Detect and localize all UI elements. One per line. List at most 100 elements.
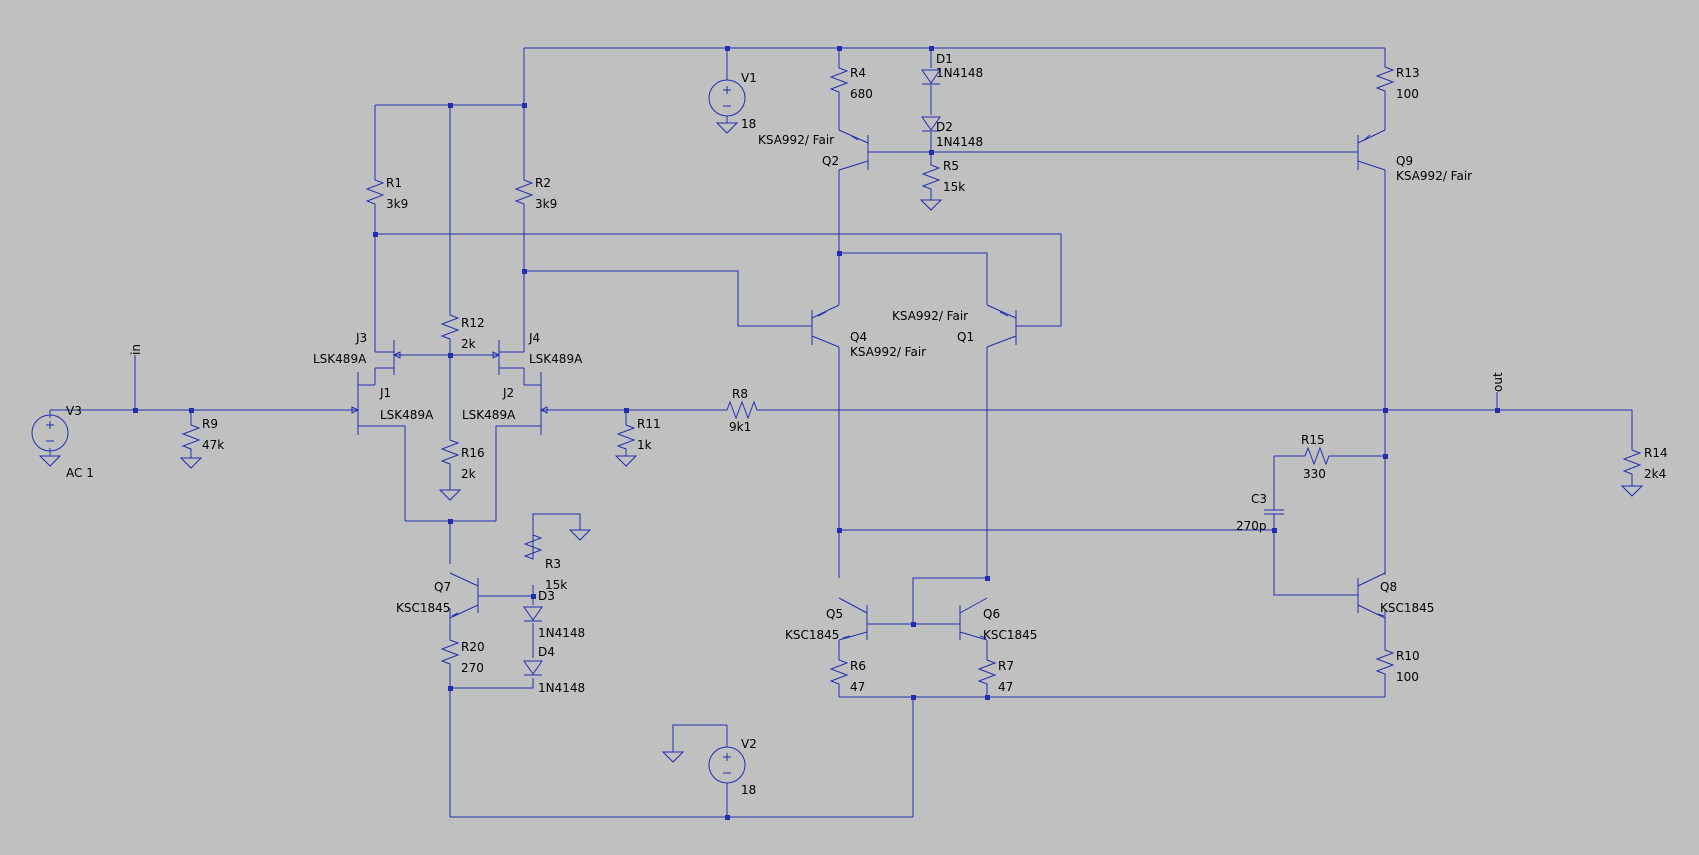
jfet-j1[interactable] <box>351 372 360 435</box>
resistor-r11[interactable] <box>616 420 636 450</box>
q9-value: KSA992/ Fair <box>1396 169 1472 183</box>
bjt-q9[interactable] <box>1357 129 1386 171</box>
r4-value: 680 <box>850 87 873 101</box>
r1-name: R1 <box>386 176 402 190</box>
c3-name: C3 <box>1251 492 1267 506</box>
j1-value: LSK489A <box>380 408 434 422</box>
resistor-r1[interactable] <box>365 175 385 210</box>
j4-name: J4 <box>528 331 540 345</box>
r3-name: R3 <box>545 557 561 571</box>
r8-value: 9k1 <box>729 420 751 434</box>
r13-name: R13 <box>1396 66 1420 80</box>
bjt-q7[interactable] <box>449 572 479 619</box>
resistor-r10[interactable] <box>1375 645 1395 690</box>
r6-name: R6 <box>850 659 866 673</box>
net-label-out: out <box>1491 372 1505 392</box>
v1-value: 18 <box>741 117 756 131</box>
d4-name: D4 <box>538 645 555 659</box>
q5-name: Q5 <box>826 607 843 621</box>
jfet-j4[interactable] <box>492 340 501 375</box>
q4-name: Q4 <box>850 330 867 344</box>
resistor-r4[interactable] <box>829 62 849 115</box>
r15-value: 330 <box>1303 467 1326 481</box>
net-label-in: in <box>129 344 143 355</box>
d3-value: 1N4148 <box>538 626 585 640</box>
r6-value: 47 <box>850 680 865 694</box>
source-v2[interactable] <box>708 725 746 795</box>
v3-name: V3 <box>66 404 82 418</box>
q8-name: Q8 <box>1380 580 1397 594</box>
diode-d3[interactable] <box>523 606 543 622</box>
d4-value: 1N4148 <box>538 681 585 695</box>
resistor-r2[interactable] <box>514 175 534 210</box>
resistor-r9[interactable] <box>181 420 201 450</box>
q1-value: KSA992/ Fair <box>892 309 968 323</box>
r5-name: R5 <box>943 159 959 173</box>
ground-symbols <box>38 122 1644 763</box>
resistor-r6[interactable] <box>829 655 849 690</box>
r1-value: 3k9 <box>386 197 408 211</box>
r5-value: 15k <box>943 180 965 194</box>
v2-name: V2 <box>741 737 757 751</box>
r20-value: 270 <box>461 661 484 675</box>
resistor-r16[interactable] <box>440 435 460 470</box>
v3-value: AC 1 <box>66 466 94 480</box>
r13-value: 100 <box>1396 87 1419 101</box>
source-v1[interactable] <box>708 79 746 123</box>
diode-d1[interactable] <box>921 69 941 85</box>
j3-value: LSK489A <box>313 352 367 366</box>
bjt-q4[interactable] <box>811 304 840 348</box>
r14-value: 2k4 <box>1644 467 1666 481</box>
r11-name: R11 <box>637 417 661 431</box>
q9-name: Q9 <box>1396 154 1413 168</box>
capacitor-c3[interactable] <box>1264 505 1284 518</box>
r15-name: R15 <box>1301 433 1325 447</box>
bjt-q5[interactable] <box>838 597 868 641</box>
r10-name: R10 <box>1396 649 1420 663</box>
r2-value: 3k9 <box>535 197 557 211</box>
resistor-r20[interactable] <box>440 635 460 675</box>
v2-value: 18 <box>741 783 756 797</box>
r12-name: R12 <box>461 316 485 330</box>
resistor-r3[interactable] <box>523 530 543 560</box>
resistor-r8[interactable] <box>722 400 762 420</box>
r7-value: 47 <box>998 680 1013 694</box>
r16-name: R16 <box>461 446 485 460</box>
q7-name: Q7 <box>434 580 451 594</box>
wires <box>49 47 1633 818</box>
source-v3[interactable] <box>31 414 69 452</box>
d3-name: D3 <box>538 589 555 603</box>
bjt-q8[interactable] <box>1357 572 1386 619</box>
resistor-r12[interactable] <box>440 310 460 345</box>
resistor-r13[interactable] <box>1375 62 1395 97</box>
junction-dots <box>133 46 1500 820</box>
q7-value: KSC1845 <box>396 601 450 615</box>
resistor-r14[interactable] <box>1622 445 1642 480</box>
j2-value: LSK489A <box>462 408 516 422</box>
resistor-r7[interactable] <box>977 655 997 690</box>
svg-text:out: out <box>1491 372 1505 392</box>
jfet-j3[interactable] <box>375 340 401 375</box>
q6-name: Q6 <box>983 607 1000 621</box>
q8-value: KSC1845 <box>1380 601 1434 615</box>
q2-name: Q2 <box>822 154 839 168</box>
bjt-q1[interactable] <box>986 304 1017 348</box>
resistor-r5[interactable] <box>921 160 941 195</box>
c3-value: 270p <box>1236 519 1267 533</box>
bjt-q2[interactable] <box>838 129 869 171</box>
jfet-j2[interactable] <box>539 372 548 435</box>
r2-name: R2 <box>535 176 551 190</box>
j2-name: J2 <box>502 386 514 400</box>
r20-name: R20 <box>461 640 485 654</box>
d1-name: D1 <box>936 52 953 66</box>
q6-value: KSC1845 <box>983 628 1037 642</box>
diode-d2[interactable] <box>921 116 941 132</box>
r10-value: 100 <box>1396 670 1419 684</box>
resistor-r15[interactable] <box>1300 446 1335 466</box>
bjt-q6[interactable] <box>959 597 988 641</box>
r4-name: R4 <box>850 66 866 80</box>
q4-value: KSA992/ Fair <box>850 345 926 359</box>
diode-d4[interactable] <box>523 660 543 676</box>
